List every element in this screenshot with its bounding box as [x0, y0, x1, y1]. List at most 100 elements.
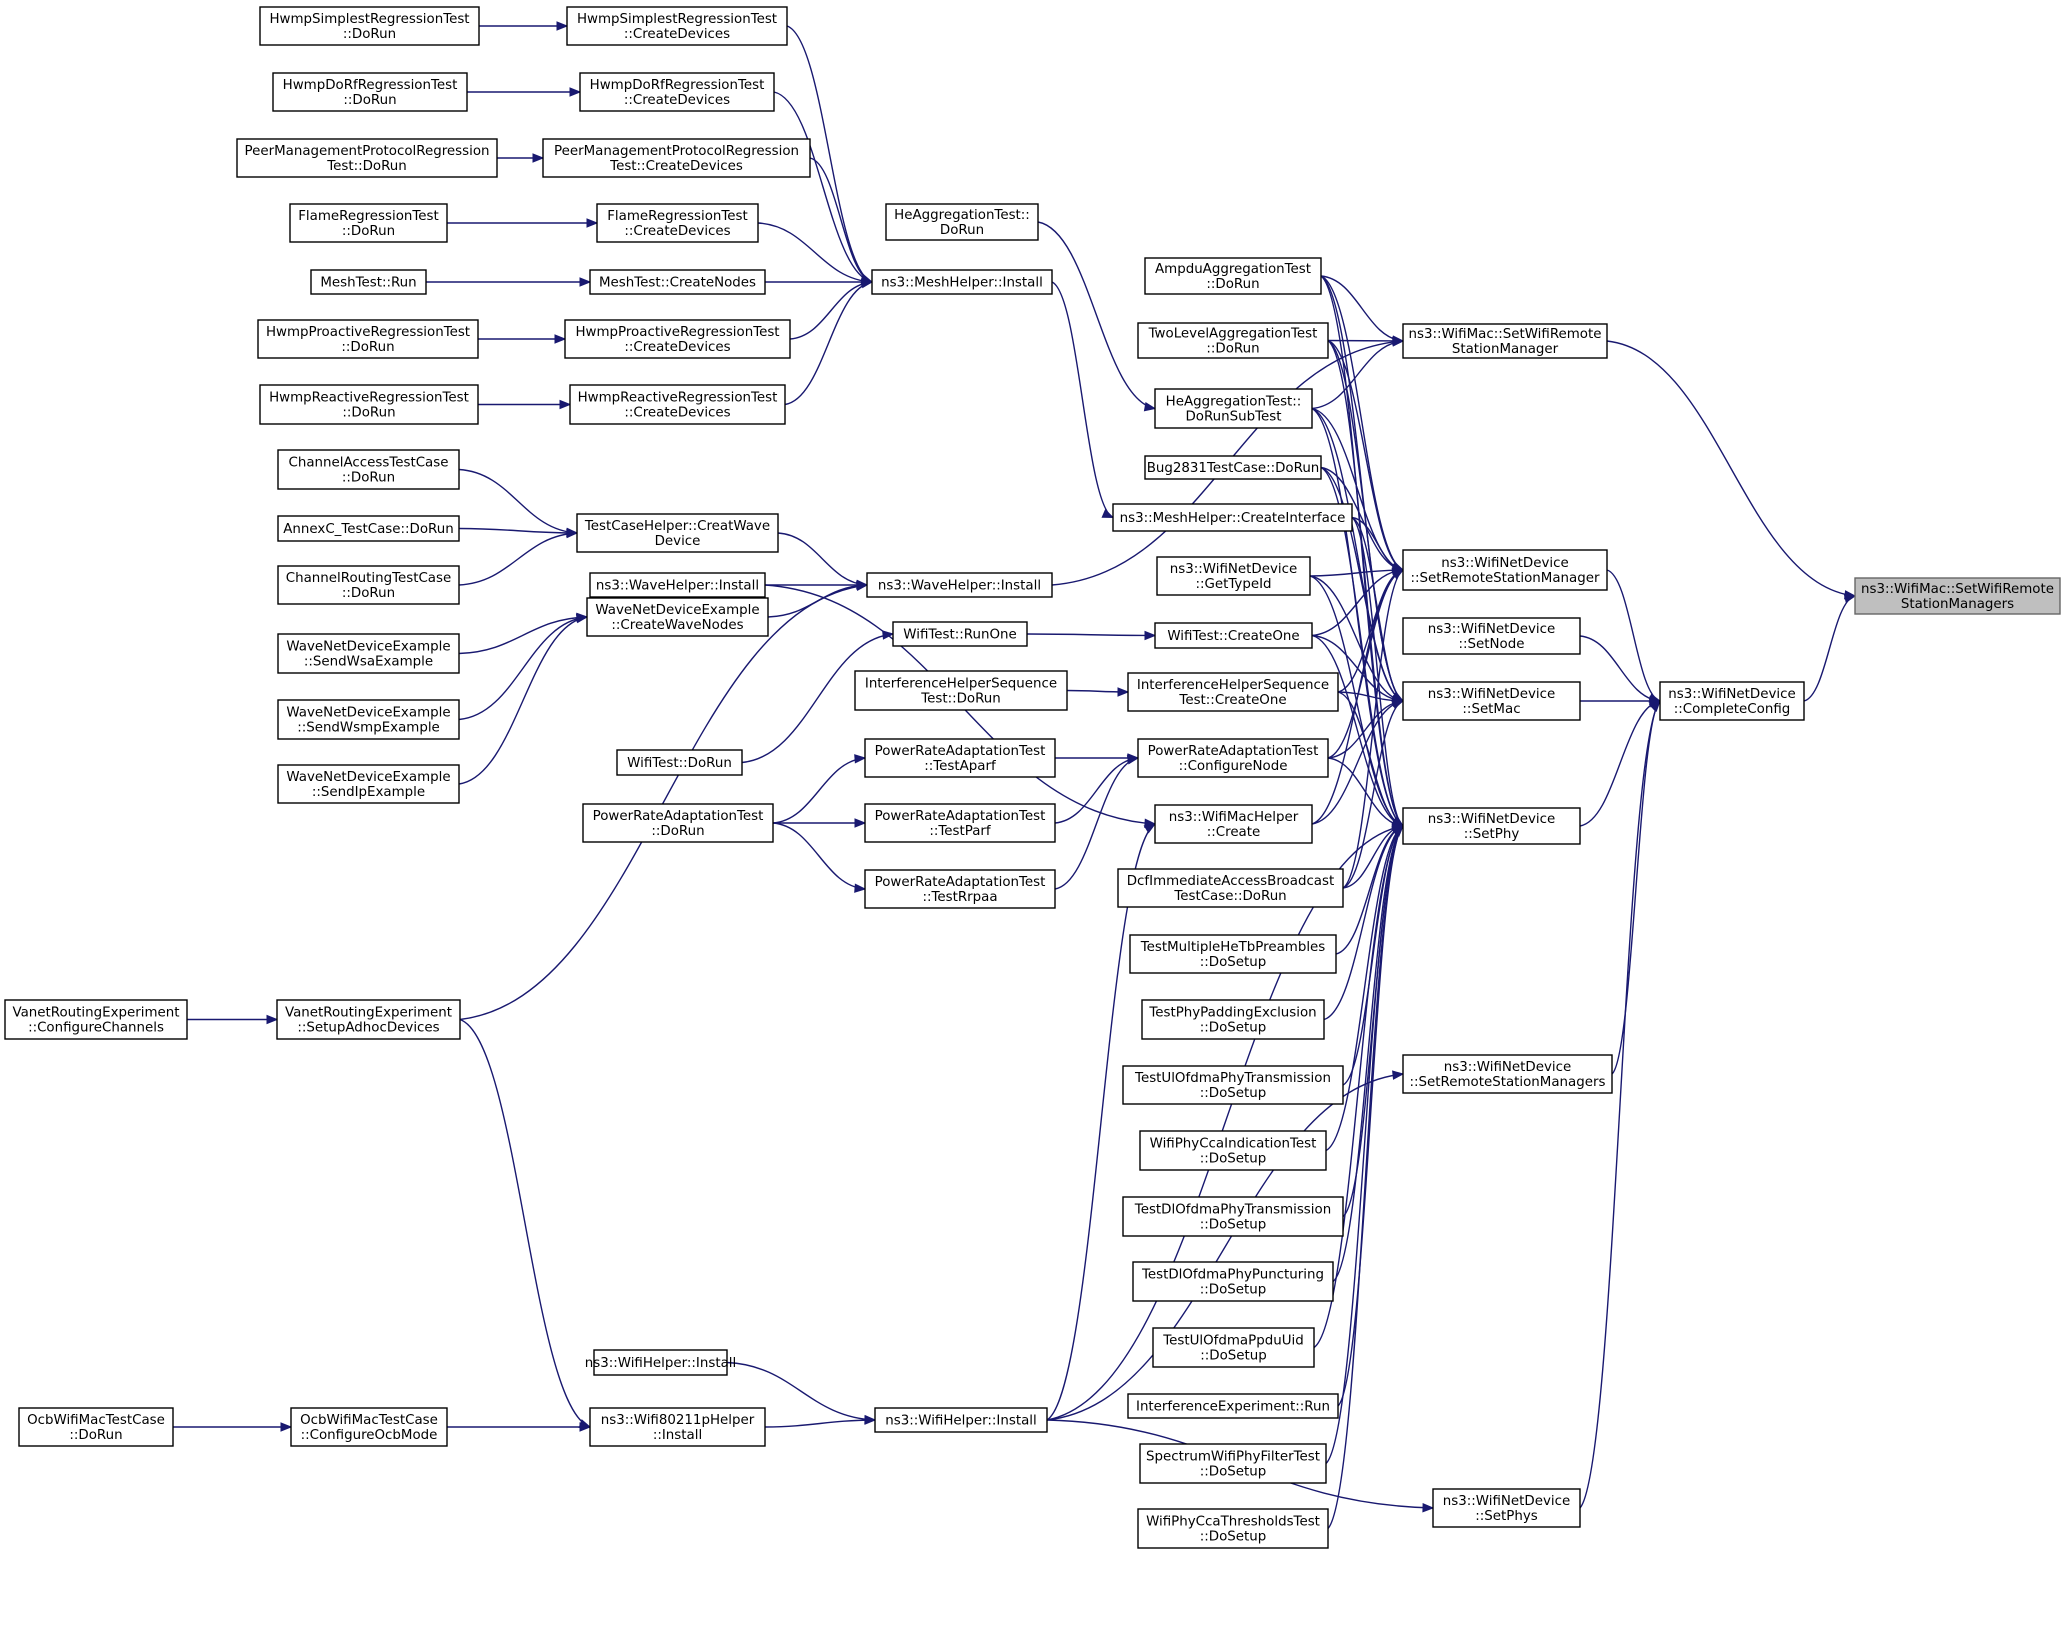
node-label: ::DoRun [342, 471, 395, 486]
node-hwmpdorfregressiontest-dorun[interactable]: HwmpDoRfRegressionTest::DoRun [272, 72, 468, 112]
node-ns3-wavehelper-install[interactable]: ns3::WaveHelper::Install [866, 572, 1053, 598]
node-annexc-testcase-dorun[interactable]: AnnexC_TestCase::DoRun [277, 515, 460, 542]
node-ns3-wifinetdevice-setremotestationmanager[interactable]: ns3::WifiNetDevice::SetRemoteStationMana… [1402, 549, 1608, 591]
node-wavenetdeviceexample-sendwsaexample[interactable]: WaveNetDeviceExample::SendWsaExample [277, 633, 460, 674]
node-wifitest-createone[interactable]: WifiTest::CreateOne [1154, 622, 1313, 649]
node-ns3-wifihelper-install[interactable]: ns3::WifiHelper::Install [585, 1349, 736, 1376]
node-heaggregationtest-dorun[interactable]: HeAggregationTest::DoRun [885, 203, 1039, 241]
node-label: PowerRateAdaptationTest [593, 809, 764, 824]
edge-n18-to-n5 [1311, 700, 1404, 825]
node-ns3-wifinetdevice-setnode[interactable]: ns3::WifiNetDevice::SetNode [1402, 617, 1581, 655]
node-wifiphyccaindicationtest-dosetup[interactable]: WifiPhyCcaIndicationTest::DoSetup [1139, 1130, 1327, 1171]
node-testphypaddingexclusion-dosetup[interactable]: TestPhyPaddingExclusion::DoSetup [1141, 999, 1325, 1040]
node-ns3-wifinetdevice-setphy[interactable]: ns3::WifiNetDevice::SetPhy [1402, 807, 1581, 845]
node-peermanagementprotocolregression-test-dorun[interactable]: PeerManagementProtocolRegressionTest::Do… [236, 138, 498, 178]
edge-n23-to-n6 [1325, 825, 1404, 1152]
node-ocbwifimactestcase-configureocbmode[interactable]: OcbWifiMacTestCase::ConfigureOcbMode [290, 1407, 448, 1447]
node-label: ::SetMac [1462, 702, 1520, 717]
node-ns3-wavehelper-install[interactable]: ns3::WaveHelper::Install [589, 572, 766, 598]
node-hwmpreactiveregressiontest-dorun[interactable]: HwmpReactiveRegressionTest::DoRun [259, 384, 479, 425]
node-ns3-meshhelper-install[interactable]: ns3::MeshHelper::Install [871, 269, 1053, 295]
node-box [272, 72, 468, 112]
node-ns3-wifi80211phelper-install[interactable]: ns3::Wifi80211pHelper::Install [589, 1407, 766, 1447]
node-ns3-wifinetdevice-setmac[interactable]: ns3::WifiNetDevice::SetMac [1402, 681, 1581, 721]
node-wifiphyccathresholdstest-dosetup[interactable]: WifiPhyCcaThresholdsTest::DoSetup [1137, 1508, 1329, 1549]
node-testdlofdmaphytransmission-dosetup[interactable]: TestDlOfdmaPhyTransmission::DoSetup [1122, 1196, 1344, 1237]
node-hwmpreactiveregressiontest-createdevices[interactable]: HwmpReactiveRegressionTest::CreateDevice… [569, 384, 786, 425]
node-label: ns3::WifiNetDevice [1428, 812, 1555, 827]
node-box [864, 869, 1056, 909]
node-channelroutingtestcase-dorun[interactable]: ChannelRoutingTestCase::DoRun [277, 565, 460, 605]
node-wifitest-dorun[interactable]: WifiTest::DoRun [616, 749, 743, 776]
node-testmultiplehetbpreambles-dosetup[interactable]: TestMultipleHeTbPreambles::DoSetup [1129, 934, 1337, 974]
node-label: ns3::WifiMacHelper [1169, 810, 1299, 825]
node-ns3-meshhelper-createinterface[interactable]: ns3::MeshHelper::CreateInterface [1112, 503, 1353, 532]
node-label: ::SendIpExample [312, 785, 425, 800]
node-hwmpsimplestregressiontest-createdevices[interactable]: HwmpSimplestRegressionTest::CreateDevice… [566, 6, 788, 46]
node-channelaccesstestcase-dorun[interactable]: ChannelAccessTestCase::DoRun [277, 449, 460, 490]
node-box [1141, 999, 1325, 1040]
node-heaggregationtest-dorunsubtest[interactable]: HeAggregationTest::DoRunSubTest [1154, 388, 1313, 429]
node-ns3-wifihelper-install[interactable]: ns3::WifiHelper::Install [874, 1407, 1048, 1433]
node-testulofdmappduuid-dosetup[interactable]: TestUlOfdmaPpduUid::DoSetup [1152, 1327, 1315, 1368]
node-box [1402, 617, 1581, 655]
node-ns3-wifimachelper-create[interactable]: ns3::WifiMacHelper::Create [1154, 804, 1313, 844]
node-ns3-wifinetdevice-gettypeid[interactable]: ns3::WifiNetDevice::GetTypeId [1156, 556, 1311, 596]
node-hwmpproactiveregressiontest-createdevices[interactable]: HwmpProactiveRegressionTest::CreateDevic… [564, 319, 791, 359]
node-wifitest-runone[interactable]: WifiTest::RunOne [892, 621, 1028, 647]
arrowhead-icon [575, 613, 589, 624]
node-label: ::DoRun [651, 824, 704, 839]
node-testulofdmaphytransmission-dosetup[interactable]: TestUlOfdmaPhyTransmission::DoSetup [1122, 1065, 1344, 1105]
edge-n15-to-n5 [1311, 634, 1404, 702]
node-flameregressiontest-dorun[interactable]: FlameRegressionTest::DoRun [289, 203, 448, 243]
node-ns3-wifimac-setwifiremote-stationmanagers[interactable]: ns3::WifiMac::SetWifiRemoteStationManage… [1854, 577, 2061, 615]
node-interferencehelpersequence-test-createone[interactable]: InterferenceHelperSequenceTest::CreateOn… [1127, 672, 1339, 712]
node-peermanagementprotocolregression-test-createdevices[interactable]: PeerManagementProtocolRegressionTest::Cr… [542, 138, 811, 178]
node-meshtest-createnodes[interactable]: MeshTest::CreateNodes [589, 269, 766, 295]
node-spectrumwifiphyfiltertest-dosetup[interactable]: SpectrumWifiPhyFilterTest::DoSetup [1139, 1443, 1327, 1484]
node-wavenetdeviceexample-sendwsmpexample[interactable]: WaveNetDeviceExample::SendWsmpExample [277, 699, 460, 740]
node-box [871, 269, 1053, 295]
node-interferenceexperiment-run[interactable]: InterferenceExperiment::Run [1127, 1393, 1339, 1419]
edges-layer [172, 21, 1857, 1529]
node-box [1117, 868, 1344, 908]
node-ns3-wifinetdevice-setphys[interactable]: ns3::WifiNetDevice::SetPhys [1432, 1488, 1581, 1528]
node-meshtest-run[interactable]: MeshTest::Run [310, 269, 427, 295]
node-vanetroutingexperiment-setupadhocdevices[interactable]: VanetRoutingExperiment::SetupAdhocDevice… [276, 999, 461, 1040]
node-dcfimmediateaccessbroadcast-testcase-dorun[interactable]: DcfImmediateAccessBroadcastTestCase::DoR… [1117, 868, 1344, 908]
node-label: ::CreateWaveNodes [611, 618, 743, 633]
node-bug2831testcase-dorun[interactable]: Bug2831TestCase::DoRun [1144, 455, 1322, 480]
arrowhead-icon [266, 1014, 279, 1025]
node-hwmpproactiveregressiontest-dorun[interactable]: HwmpProactiveRegressionTest::DoRun [257, 319, 479, 359]
node-label: SpectrumWifiPhyFilterTest [1146, 1450, 1320, 1465]
node-testdlofdmaphypuncturing-dosetup[interactable]: TestDlOfdmaPhyPuncturing::DoSetup [1132, 1261, 1334, 1302]
node-label: ::CreateDevices [624, 406, 730, 421]
node-powerrateadaptationtest-testaparf[interactable]: PowerRateAdaptationTest::TestAparf [864, 738, 1056, 778]
node-ocbwifimactestcase-dorun[interactable]: OcbWifiMacTestCase::DoRun [18, 1407, 174, 1447]
node-ns3-wifinetdevice-completeconfig[interactable]: ns3::WifiNetDevice::CompleteConfig [1659, 681, 1805, 721]
arrowhead-icon [1391, 699, 1405, 709]
node-powerrateadaptationtest-testrrpaa[interactable]: PowerRateAdaptationTest::TestRrpaa [864, 869, 1056, 909]
node-label: TestCaseHelper::CreatWave [584, 519, 770, 534]
node-hwmpdorfregressiontest-createdevices[interactable]: HwmpDoRfRegressionTest::CreateDevices [579, 72, 775, 112]
node-label: ::SetPhy [1464, 827, 1520, 842]
edge-n14-to-n5 [1309, 575, 1404, 702]
node-powerrateadaptationtest-testparf[interactable]: PowerRateAdaptationTest::TestParf [864, 803, 1056, 843]
node-ns3-wifinetdevice-setremotestationmanagers[interactable]: ns3::WifiNetDevice::SetRemoteStationMana… [1402, 1054, 1613, 1094]
node-flameregressiontest-createdevices[interactable]: FlameRegressionTest::CreateDevices [596, 203, 759, 243]
node-label: MeshTest::Run [320, 276, 416, 291]
node-powerrateadaptationtest-configurenode[interactable]: PowerRateAdaptationTest::ConfigureNode [1137, 738, 1329, 778]
arrowhead-icon [579, 277, 592, 287]
node-powerrateadaptationtest-dorun[interactable]: PowerRateAdaptationTest::DoRun [582, 803, 774, 843]
node-wavenetdeviceexample-sendipexample[interactable]: WaveNetDeviceExample::SendIpExample [277, 764, 460, 804]
node-ns3-wifimac-setwifiremote-stationmanager[interactable]: ns3::WifiMac::SetWifiRemoteStationManage… [1402, 323, 1608, 359]
node-ampduaggregationtest-dorun[interactable]: AmpduAggregationTest::DoRun [1144, 257, 1322, 295]
node-wavenetdeviceexample-createwavenodes[interactable]: WaveNetDeviceExample::CreateWaveNodes [586, 597, 769, 637]
node-hwmpsimplestregressiontest-dorun[interactable]: HwmpSimplestRegressionTest::DoRun [259, 6, 480, 46]
node-twolevelaggregationtest-dorun[interactable]: TwoLevelAggregationTest::DoRun [1137, 322, 1329, 359]
node-vanetroutingexperiment-configurechannels[interactable]: VanetRoutingExperiment::ConfigureChannel… [4, 999, 188, 1040]
edge-n60-to-n48 [458, 468, 578, 534]
node-label: ::TestAparf [924, 759, 996, 774]
